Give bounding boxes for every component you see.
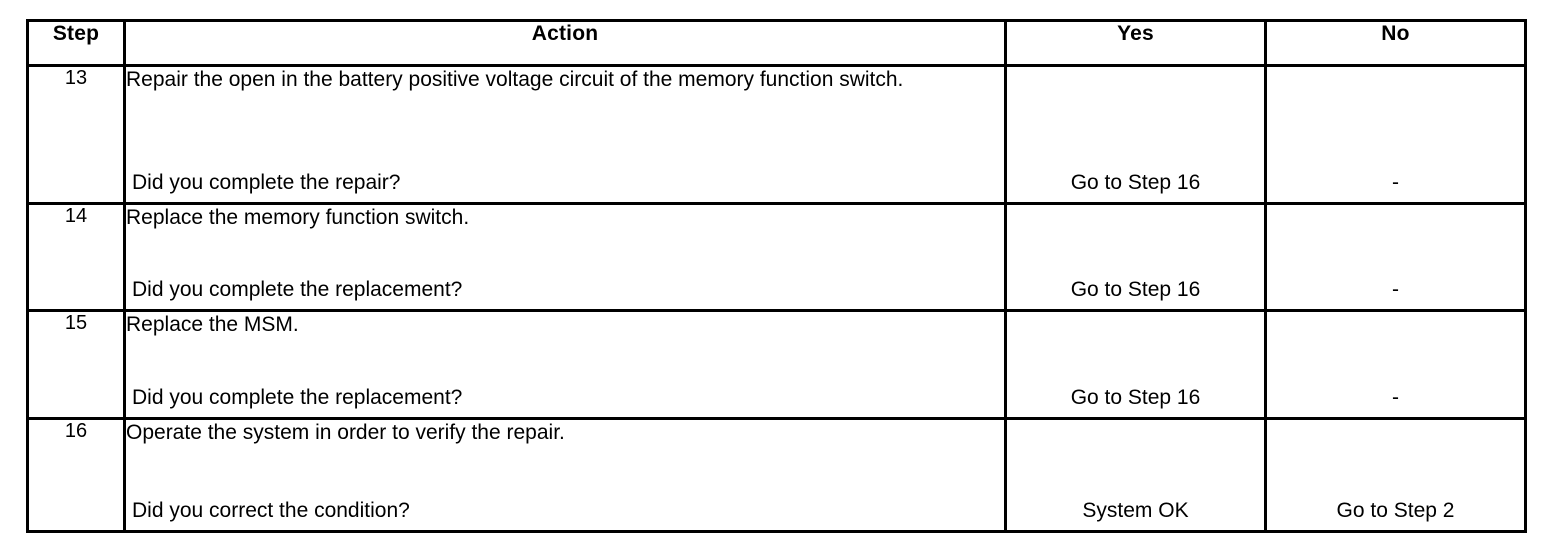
action-description: Replace the memory function switch. — [126, 206, 470, 229]
action-cell: Replace the memory function switch. Did … — [123, 202, 1007, 312]
column-header-action: Action — [123, 19, 1007, 67]
yes-result-value: Go to Step 16 — [1070, 171, 1201, 195]
no-result-cell: - — [1264, 64, 1527, 205]
table-row: 14 Replace the memory function switch. D… — [26, 202, 1527, 312]
table-row: 13 Repair the open in the battery positi… — [26, 64, 1527, 205]
action-cell: Operate the system in order to verify th… — [123, 417, 1007, 533]
table-body: 13 Repair the open in the battery positi… — [26, 64, 1527, 533]
yes-result-cell: System OK — [1004, 417, 1267, 533]
action-question: Did you correct the condition? — [132, 499, 410, 523]
step-number: 15 — [26, 309, 126, 420]
action-cell: Repair the open in the battery positive … — [123, 64, 1007, 205]
yes-result-value: System OK — [1082, 499, 1189, 523]
table-header: Step Action Yes No — [26, 19, 1527, 67]
no-result-value: - — [1392, 278, 1399, 302]
table-row: 16 Operate the system in order to verify… — [26, 417, 1527, 533]
yes-result-cell: Go to Step 16 — [1004, 64, 1267, 205]
action-description: Operate the system in order to verify th… — [126, 421, 565, 444]
action-description: Repair the open in the battery positive … — [126, 68, 904, 91]
no-result-cell: Go to Step 2 — [1264, 417, 1527, 533]
no-result-value: Go to Step 2 — [1336, 499, 1455, 523]
table-header-row: Step Action Yes No — [26, 19, 1527, 67]
column-header-no: No — [1264, 19, 1527, 67]
no-result-value: - — [1392, 171, 1399, 195]
no-result-cell: - — [1264, 202, 1527, 312]
no-result-cell: - — [1264, 309, 1527, 420]
yes-result-cell: Go to Step 16 — [1004, 202, 1267, 312]
step-number: 14 — [26, 202, 126, 312]
table-row: 15 Replace the MSM. Did you complete the… — [26, 309, 1527, 420]
step-number: 13 — [26, 64, 126, 205]
column-header-yes: Yes — [1004, 19, 1267, 67]
yes-result-cell: Go to Step 16 — [1004, 309, 1267, 420]
no-result-value: - — [1392, 386, 1399, 410]
action-question: Did you complete the repair? — [132, 171, 401, 195]
action-description: Replace the MSM. — [126, 313, 299, 336]
action-question: Did you complete the replacement? — [132, 386, 463, 410]
action-cell: Replace the MSM. Did you complete the re… — [123, 309, 1007, 420]
step-number: 16 — [26, 417, 126, 533]
action-question: Did you complete the replacement? — [132, 278, 463, 302]
column-header-step: Step — [26, 19, 126, 67]
yes-result-value: Go to Step 16 — [1070, 278, 1201, 302]
yes-result-value: Go to Step 16 — [1070, 386, 1201, 410]
diagnostic-step-table: Step Action Yes No 13 Repair the open in… — [26, 19, 1527, 533]
